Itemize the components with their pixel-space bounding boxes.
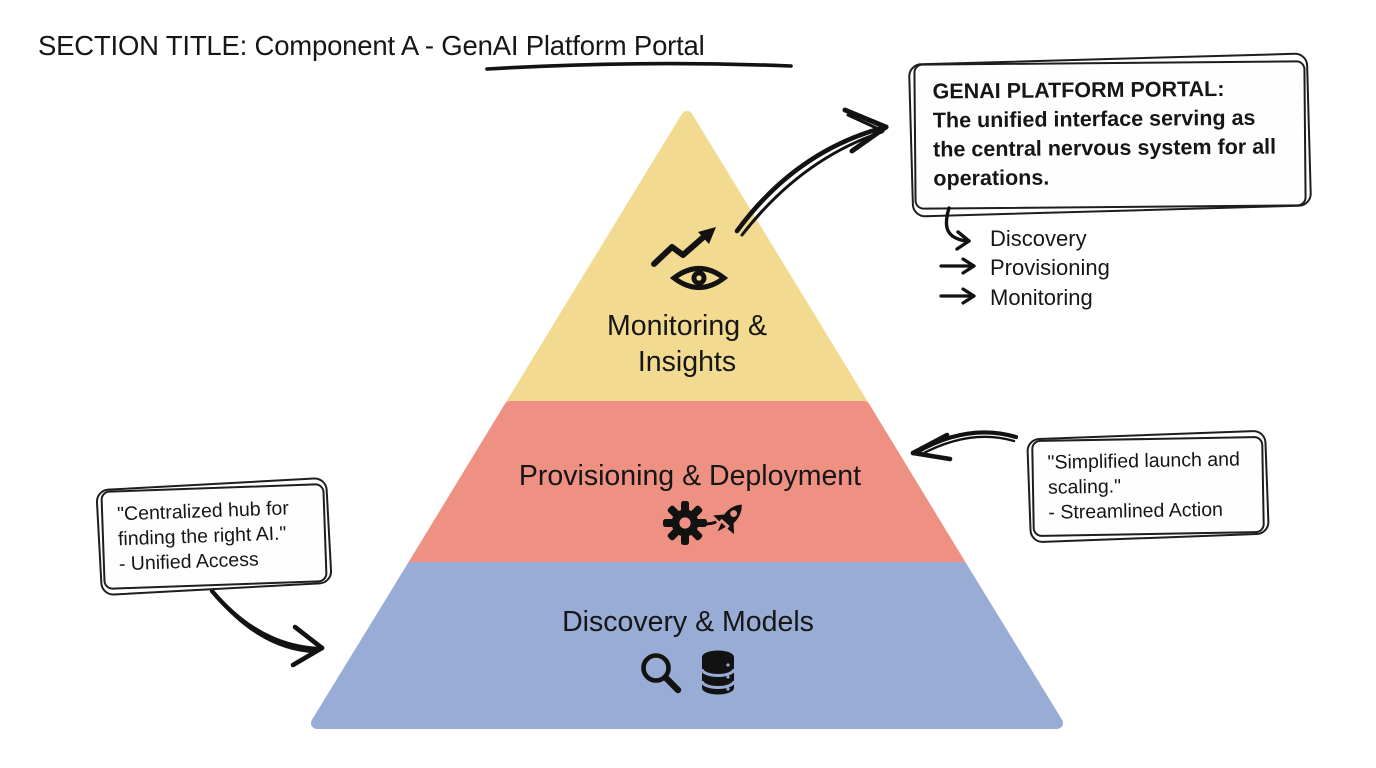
hook-arrow-icon <box>938 206 982 254</box>
portal-note-body: The unified interface serving as the cen… <box>932 105 1277 191</box>
callout-quote: "Centralized hub for finding the right A… <box>116 497 290 551</box>
callout-unified-access: "Centralized hub for finding the right A… <box>100 483 328 590</box>
layer-discovery-shape <box>311 562 1063 729</box>
rocket-icon <box>702 504 742 535</box>
flow-list-label: Monitoring <box>990 284 1093 310</box>
callout-attribution: - Unified Access <box>118 548 260 576</box>
portal-note-heading: GENAI PLATFORM PORTAL: <box>932 77 1225 104</box>
page-title: SECTION TITLE: Component A - GenAI Platf… <box>38 30 705 62</box>
search-icon <box>641 653 682 694</box>
flow-list-item-provisioning: Provisioning <box>938 254 1110 284</box>
flow-list-item-monitoring: Monitoring <box>938 283 1110 313</box>
flow-list: Discovery Provisioning Monitoring <box>938 206 1110 313</box>
layer-label-monitoring: Monitoring & Insights <box>537 308 837 380</box>
layer-label-monitoring-line1: Monitoring & <box>607 310 767 342</box>
right-arrow-icon <box>938 283 982 313</box>
layer-label-discovery: Discovery & Models <box>562 606 814 638</box>
layer-label-monitoring-line2: Insights <box>637 346 737 378</box>
trend-up-icon <box>651 227 716 267</box>
flow-list-label: Provisioning <box>990 255 1110 281</box>
page-title-prefix: SECTION TITLE: Component A - <box>38 30 442 61</box>
eye-icon <box>670 266 728 290</box>
callout-quote: "Simplified launch and scaling." <box>1047 448 1241 499</box>
flow-list-label: Discovery <box>990 225 1087 251</box>
flow-list-item-discovery: Discovery <box>938 206 1110 254</box>
page-title-highlight: GenAI Platform Portal <box>441 30 705 61</box>
gear-icon <box>663 501 707 545</box>
database-icon <box>700 650 736 695</box>
portal-note-box: GENAI PLATFORM PORTAL: The unified inter… <box>913 60 1307 210</box>
right-arrow-icon <box>938 253 982 283</box>
layer-label-provisioning: Provisioning & Deployment <box>518 460 862 492</box>
callout-streamlined-action: "Simplified launch and scaling." - Strea… <box>1031 435 1265 538</box>
callout-attribution: - Streamlined Action <box>1048 498 1224 524</box>
